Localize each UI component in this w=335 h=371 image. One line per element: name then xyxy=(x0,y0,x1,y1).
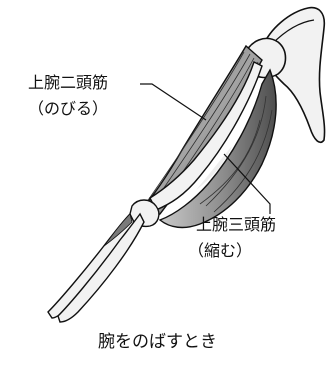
diagram-caption: 腕をのばすとき xyxy=(98,332,217,352)
biceps-state-label: （のびる） xyxy=(28,100,108,118)
triceps-name-label: 上腕三頭筋 xyxy=(196,216,276,234)
forearm-radius xyxy=(58,214,144,322)
biceps-name-label: 上腕二頭筋 xyxy=(28,74,108,92)
triceps-state-label: （縮む） xyxy=(188,242,252,260)
biceps-leader-line xyxy=(140,84,206,120)
